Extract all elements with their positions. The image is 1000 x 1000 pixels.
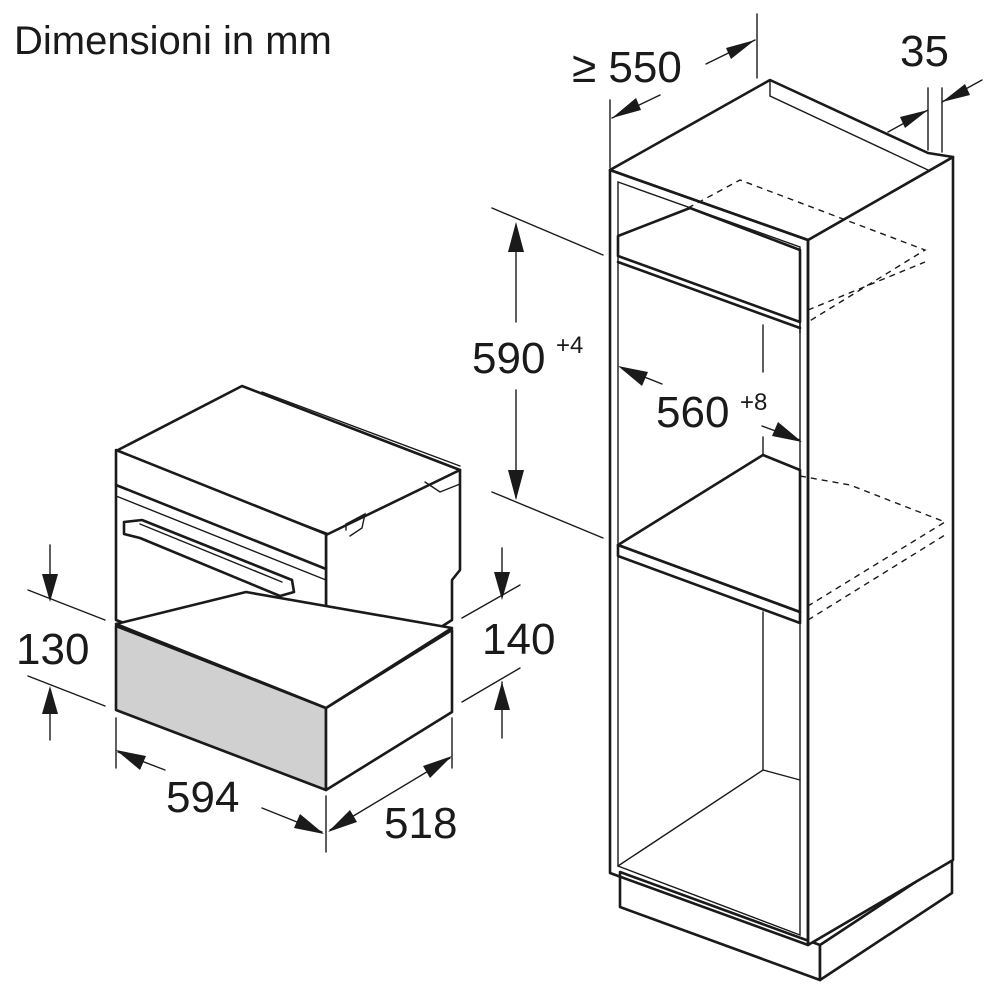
diagram-title: Dimensioni in mm [14,19,332,63]
drawer-top [114,590,454,710]
height-arrow-bottom [508,470,524,500]
panel-arrow-left [900,110,928,128]
dim-niche-width-tolerance: +8 [740,389,767,416]
drawer-height-arrow-bottom [42,686,58,714]
appliance-door-top [115,495,327,581]
width-arrow-right [772,422,802,442]
hidden-shelf-bottom [799,475,947,607]
dim-drawer-height-right: 140 [482,615,555,664]
width-arrow-right [294,814,324,834]
drawer-height-ext-top [27,589,106,621]
appliance-dimensions: 130 140 594 518 [16,544,555,853]
height-extension-bottom [491,491,604,539]
niche-lower-shelf-front [616,543,802,625]
cabinet-bottom-floor [617,769,801,867]
dim-cabinet-depth: ≥ 550 [572,43,682,92]
depth-arrow-left [612,98,641,118]
depth-arrow-right [726,40,755,59]
width-arrow-left [618,366,648,386]
niche-upper-shelf [616,206,802,324]
depth-arrow-left [328,810,357,832]
depth-arrow-right [423,756,452,778]
dim-drawer-depth: 518 [384,799,457,848]
cabinet-top-edge [769,79,929,171]
appliance-side-notch [424,481,461,493]
dim-drawer-height-left: 130 [16,625,89,674]
appliance-assembly [114,384,462,792]
height-extension-top [491,207,604,256]
drawer-right-ext-top [461,584,521,619]
panel-arrow-right [942,84,970,102]
drawer-height-arrow-top [42,574,58,602]
tall-cabinet [608,78,955,982]
cabinet-side-panel [806,155,955,947]
appliance-handle-bar [139,523,283,583]
appliance-control-panel [114,483,328,571]
hidden-shelf-top [687,179,927,323]
cabinet-dimensions: ≥ 550 35 590 +4 560 +8 [472,13,983,539]
niche-upper-shelf-front [616,260,802,330]
niche-upper-shelf-edge [617,255,801,334]
cabinet-front-frame [608,168,810,947]
hidden-shelf-bottom-2 [807,534,946,621]
drawer-right-ext-bottom [461,667,521,703]
dim-panel-thickness: 35 [900,27,949,76]
height-arrow-top [508,222,524,252]
drawer-right-arrow-bottom [494,682,510,710]
dim-niche-width: 560 [656,388,729,437]
appliance-handle [122,518,296,598]
drawer-height-ext-bottom [27,675,106,707]
width-arrow-left [116,750,146,770]
appliance-top-rear [261,391,461,467]
cabinet-front-inner [617,181,801,937]
appliance-side-grip [345,512,366,537]
dim-drawer-width: 594 [166,773,239,822]
drawer-right-arrow-top [494,572,510,600]
dim-niche-height-tolerance: +4 [556,332,583,359]
dim-niche-height: 590 [472,334,545,383]
